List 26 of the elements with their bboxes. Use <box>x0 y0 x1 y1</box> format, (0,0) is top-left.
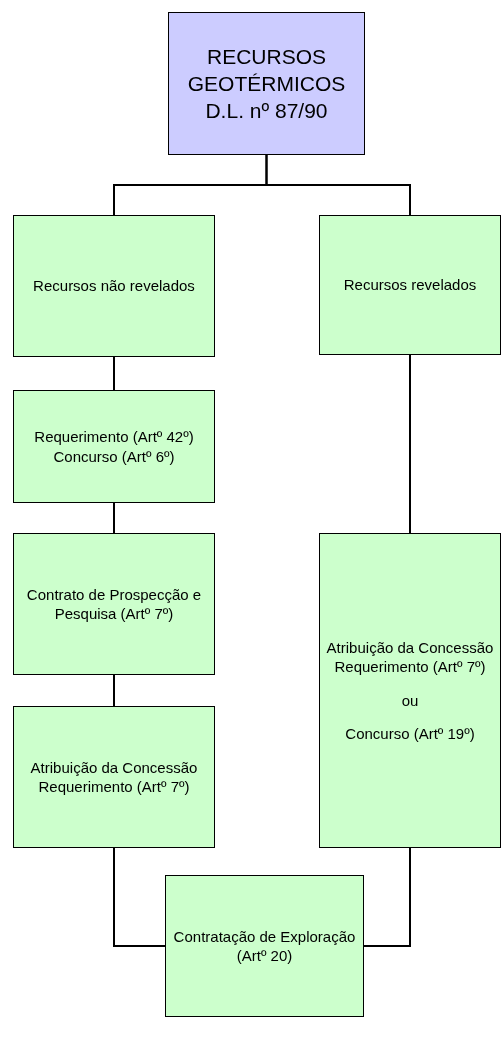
connector-line <box>409 354 411 534</box>
process-box <box>13 533 215 675</box>
connector-line <box>265 154 411 216</box>
connector-line <box>113 847 166 947</box>
title-box <box>168 12 365 155</box>
box-text: ou <box>401 690 419 710</box>
process-box <box>13 706 215 848</box>
box-text: Concurso (Artº 6º) <box>53 446 175 466</box>
process-box <box>319 533 501 848</box>
box-text: Atribuição da Concessão Requerimento (Artº 7º) <box>29 757 199 797</box>
process-box <box>13 215 215 357</box>
connector-line <box>113 674 115 707</box>
process-box <box>165 875 364 1017</box>
box-text: Contrato de Prospecção e Pesquisa (Artº 7º) <box>25 584 203 624</box>
connector-line <box>363 847 411 947</box>
box-text: Requerimento (Artº 42º) <box>34 427 194 447</box>
box-text: Recursos revelados <box>343 275 477 295</box>
box-text: Contratação de Exploração (Artº 20) <box>172 926 357 966</box>
box-text: RECURSOS GEOTÉRMICOS D.L. nº 87/90 <box>186 43 347 125</box>
process-box <box>319 215 501 355</box>
connector-line <box>113 356 115 391</box>
process-box <box>13 390 215 503</box>
box-text: Atribuição da Concessão Requerimento (Artº 7º) <box>325 637 495 677</box>
box-text: Concurso (Artº 19º) <box>345 724 475 744</box>
box-text: Recursos não revelados <box>33 276 195 296</box>
connector-line <box>113 502 115 534</box>
